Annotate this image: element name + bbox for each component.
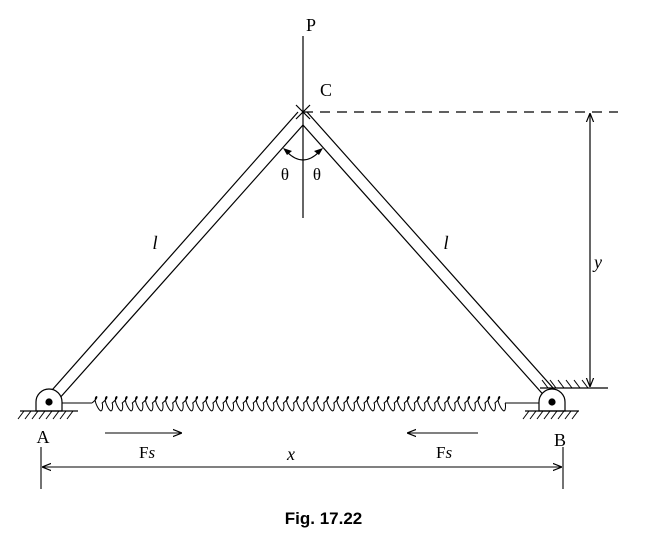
figure-caption: Fig. 17.22 — [284, 509, 363, 528]
label-force-right: Fs — [436, 443, 452, 462]
height-base-hatch — [541, 379, 589, 389]
label-height-y: y — [592, 252, 602, 272]
support-b — [522, 388, 579, 420]
angle-arrow-left — [283, 148, 292, 155]
angle-arc-right — [302, 151, 320, 161]
support-a — [17, 388, 78, 420]
label-angle-right: θ — [313, 165, 321, 184]
label-bar-left-l: l — [152, 233, 157, 254]
bar-left-outer — [44, 111, 299, 399]
bar-left-inner — [57, 124, 304, 401]
bar-right-inner — [302, 124, 549, 401]
label-support-a: A — [37, 427, 50, 447]
label-angle-left: θ — [281, 165, 289, 184]
label-support-b: B — [554, 430, 566, 450]
label-force-left: Fs — [139, 443, 155, 462]
label-load-p: P — [306, 15, 316, 35]
label-span-x: x — [286, 444, 295, 464]
angle-arc-left — [286, 151, 304, 161]
angle-arrow-right — [314, 148, 323, 155]
label-apex-c: C — [320, 80, 332, 100]
bar-right-outer — [306, 111, 563, 399]
label-bar-right-l: l — [443, 233, 448, 254]
spring — [62, 396, 539, 412]
